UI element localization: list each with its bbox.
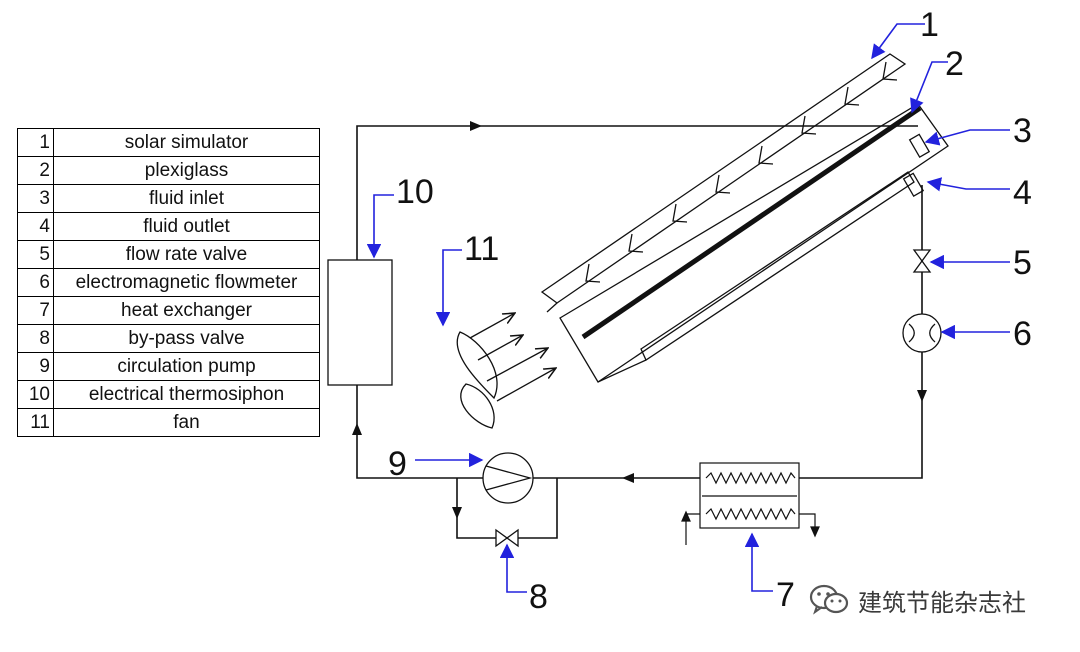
legend-label: plexiglass bbox=[53, 156, 320, 185]
legend-number: 2 bbox=[17, 156, 54, 185]
legend-label: heat exchanger bbox=[53, 296, 320, 325]
bypass-arrow bbox=[452, 507, 462, 519]
legend-label: electrical thermosiphon bbox=[53, 380, 320, 409]
legend-label: circulation pump bbox=[53, 352, 320, 381]
callout-11: 11 bbox=[464, 230, 499, 268]
callout-numbers: 1 2 3 4 5 6 7 8 9 10 11 bbox=[388, 6, 1032, 616]
callout-5: 5 bbox=[1013, 244, 1032, 282]
piping-loop bbox=[356, 125, 923, 539]
legend-number: 10 bbox=[17, 380, 54, 409]
flow-arrow-right bbox=[917, 390, 927, 402]
fan-blade-bottom bbox=[460, 383, 495, 429]
callout-9: 9 bbox=[388, 445, 407, 483]
lamp-reflectors bbox=[585, 61, 898, 283]
callout-2: 2 bbox=[945, 45, 964, 83]
legend-number: 7 bbox=[17, 296, 54, 325]
flow-rate-valve bbox=[912, 249, 932, 273]
legend-number: 9 bbox=[17, 352, 54, 381]
plexiglass-sheet bbox=[581, 105, 922, 340]
callout-6: 6 bbox=[1013, 315, 1032, 353]
callout-4: 4 bbox=[1013, 174, 1032, 212]
leader-7 bbox=[744, 532, 773, 592]
legend-number: 4 bbox=[17, 212, 54, 241]
legend-label: flow rate valve bbox=[53, 240, 320, 269]
leader-11 bbox=[435, 249, 462, 327]
leader-3 bbox=[924, 129, 1010, 146]
flow-arrows bbox=[352, 121, 927, 519]
callout-10: 10 bbox=[396, 173, 434, 211]
flow-arrow-top bbox=[470, 121, 482, 131]
fan bbox=[456, 313, 556, 429]
fan-blade-top bbox=[456, 331, 498, 400]
legend-label: fluid outlet bbox=[53, 212, 320, 241]
leader-10 bbox=[366, 194, 394, 259]
watermark-text: 建筑节能杂志社 bbox=[858, 588, 1026, 617]
legend-number: 11 bbox=[17, 408, 54, 437]
callout-7: 7 bbox=[776, 576, 795, 614]
wechat-icon bbox=[809, 584, 849, 615]
legend-number: 1 bbox=[17, 128, 54, 157]
callout-3: 3 bbox=[1013, 112, 1032, 150]
legend-label: fluid inlet bbox=[53, 184, 320, 213]
watermark: 建筑节能杂志社 bbox=[808, 582, 1026, 618]
legend-number: 5 bbox=[17, 240, 54, 269]
flow-arrow-bottom bbox=[622, 473, 634, 483]
legend-label: by-pass valve bbox=[53, 324, 320, 353]
legend-number: 3 bbox=[17, 184, 54, 213]
callout-8: 8 bbox=[529, 578, 548, 616]
leader-2 bbox=[910, 61, 948, 114]
callout-1: 1 bbox=[920, 6, 939, 44]
legend-label: fan bbox=[53, 408, 320, 437]
circulation-pump bbox=[482, 452, 534, 504]
leader-1 bbox=[871, 23, 925, 60]
callout-leaders bbox=[366, 23, 1010, 593]
legend-number: 6 bbox=[17, 268, 54, 297]
legend-label: electromagnetic flowmeter bbox=[53, 268, 320, 297]
leader-8 bbox=[499, 543, 527, 593]
heat-exchanger bbox=[681, 462, 820, 545]
by-pass-valve bbox=[495, 528, 519, 548]
leader-4 bbox=[926, 177, 1010, 192]
legend-label: solar simulator bbox=[53, 128, 320, 157]
flow-arrow-left bbox=[352, 423, 362, 435]
solar-simulator bbox=[540, 53, 907, 313]
collector-body bbox=[559, 103, 949, 383]
electromagnetic-flowmeter bbox=[902, 313, 942, 353]
electrical-thermosiphon bbox=[327, 259, 393, 386]
legend-number: 8 bbox=[17, 324, 54, 353]
